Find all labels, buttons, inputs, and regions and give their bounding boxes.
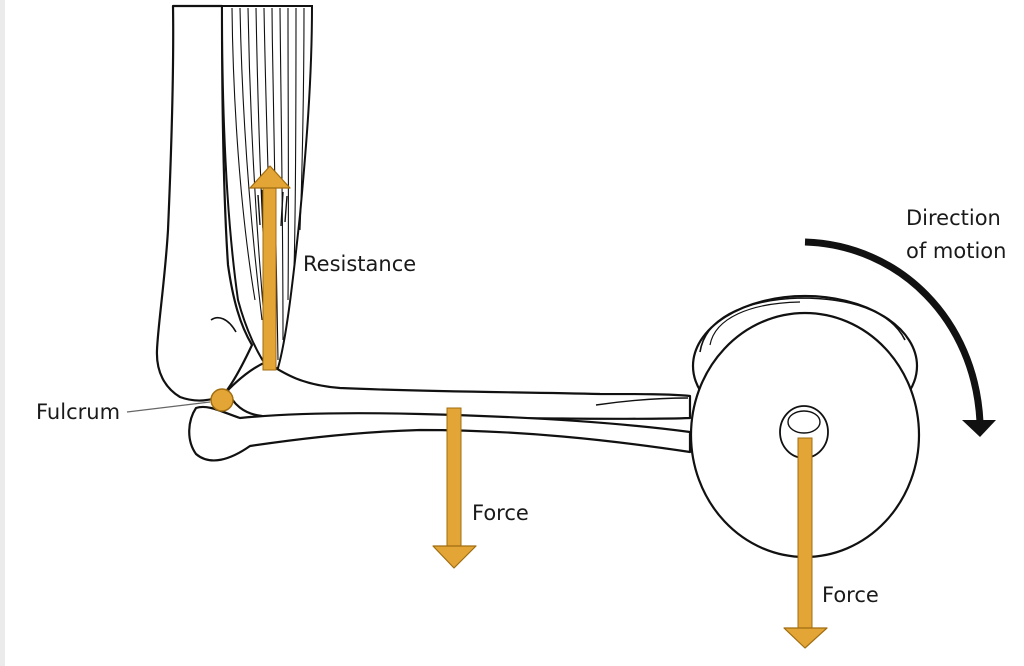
direction-label-line1: Direction: [906, 206, 1001, 230]
fulcrum-leader-line: [126, 401, 211, 413]
humerus-bone: [155, 4, 254, 402]
fulcrum-label: Fulcrum: [36, 400, 120, 424]
forearm-force-label: Force: [472, 501, 529, 525]
bone-detail-line: [595, 397, 689, 406]
weight-force-arrow-icon: [783, 437, 828, 649]
weight-force-label: Force: [822, 583, 879, 607]
fulcrum-point: [210, 388, 234, 412]
resistance-label: Resistance: [303, 252, 416, 276]
resistance-arrow-icon: [249, 165, 291, 371]
weight-plate: [689, 294, 921, 559]
motion-arrow-icon: [804, 238, 996, 437]
direction-label-line2: of motion: [906, 239, 1006, 263]
forearm-force-arrow-icon: [432, 407, 477, 569]
ulna-bone: [188, 405, 692, 462]
